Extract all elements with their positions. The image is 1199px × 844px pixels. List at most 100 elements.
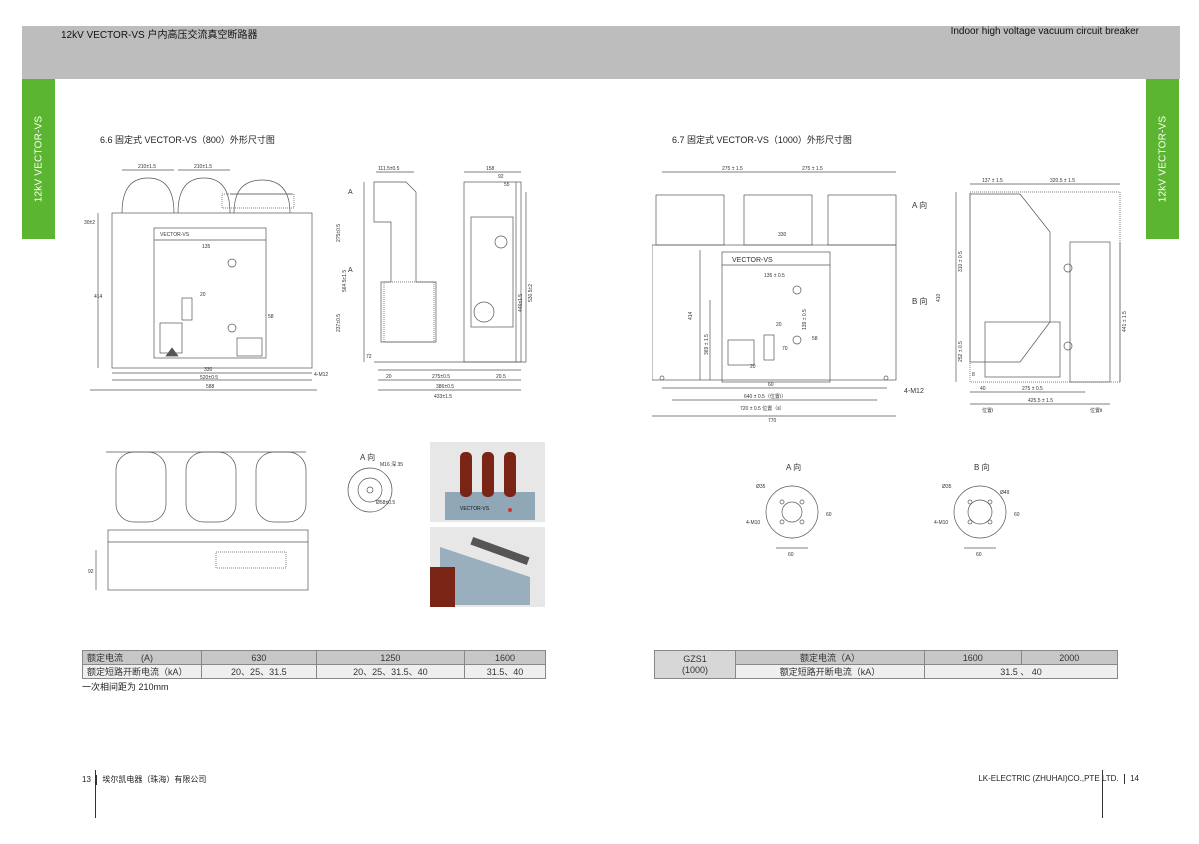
left-top-dim-92: 92 [88,569,94,575]
table-row: 额定电流 (A) 630 1250 1600 [82,650,546,665]
right-a-view-dim-35: Ø35 [756,484,766,490]
left-front-view-drawing: VECTOR-VS 210±1.5 210±1.5 30±2 414 330 5… [82,158,332,398]
right-b-view-drawing: B 向 Ø35 Ø49 4-M10 60 60 [930,460,1030,560]
page-header [22,26,1180,79]
left-side-dim-72: 72 [366,354,372,360]
right-section-title: 6.7 固定式 VECTOR-VS（1000）外形尺寸图 [672,135,852,145]
right-a-view-title: A 向 [786,462,801,472]
breaker-photo-top: VECTOR-VS [430,442,545,522]
left-side-dim-564: 564.5±1.5 [342,270,348,292]
left-dim-588: 588 [206,384,215,390]
company-name-en: LK-ELECTRIC (ZHUHAI)CO.,PTE LTD. [978,774,1119,784]
right-side-dim-275: 275 ± 0.5 [1022,386,1043,392]
right-dim-770: 770 [768,418,777,424]
right-dim-720: 720 ± 0.5 位置（Ⅱ） [740,405,785,412]
left-side-dim-92: 92 [498,174,504,180]
right-b-view-dim-49: Ø49 [1000,490,1010,496]
right-dim-275a: 275 ± 1.5 [722,166,743,172]
left-a-view-dim-58: Ø58±0.5 [376,500,395,506]
left-spec-table: 额定电流 (A) 630 1250 1600 额定短路开断电流（kA） 20、2… [82,650,546,679]
right-side-dim-8: 8 [972,372,975,378]
right-a-view-drawing: A 向 Ø35 4-M10 60 60 [742,460,842,560]
right-a-view-dim-60b: 60 [826,512,832,518]
right-a-view-dim-m10: 4-M10 [746,520,760,526]
right-dim-20a: 20 [776,322,782,328]
right-dim-275b: 275 ± 1.5 [802,166,823,172]
phase-spacing-note: 一次相间距为 210mm [82,682,169,692]
right-side-dim-425: 425.5 ± 1.5 [1028,398,1053,404]
right-b-view-dim-60b: 60 [1014,512,1020,518]
footer-divider-left [95,770,96,818]
left-top-view-drawing: 92 [86,440,316,600]
page-number-right: 14 [1130,774,1139,784]
right-front-label: VECTOR-VS [732,257,773,264]
left-side-dim-20: 20 [386,374,392,380]
table-row: 额定短路开断电流（kA） 20、25、31.5 20、25、31.5、40 31… [82,664,546,679]
side-tab-right-label: 12kV VECTOR-VS [1157,115,1168,203]
table-cell: 20、25、31.5、40 [315,664,466,679]
left-side-dim-275b: 275±0.5 [432,374,450,380]
table-cell: 31.5、40 [464,664,546,679]
right-a-view-dim-60a: 60 [788,552,794,558]
left-side-dim-20-5: 20.5 [496,374,506,380]
company-name-cn: 埃尔凯电器（珠海）有限公司 [102,775,207,784]
table-row: GZS1 (1000) 额定电流（A） 1600 2000 [654,650,1118,679]
right-dim-414: 414 [688,311,694,320]
right-side-label-b: B 向 [912,296,928,306]
left-a-view-title: A 向 [360,452,375,462]
right-dim-4m12: 4-M12 [904,388,924,395]
table-cell: 630 [201,650,317,665]
left-dim-20: 20 [200,292,206,298]
right-b-view-dim-60a: 60 [976,552,982,558]
left-side-dim-446: 446±1.5 [518,294,524,312]
side-tab-right: 12kV VECTOR-VS [1146,79,1179,239]
right-dim-640: 640 ± 0.5（位置Ⅰ） [744,393,786,400]
right-side-dim-40: 40 [980,386,986,392]
table-cell: 额定短路开断电流（kA） [735,664,925,679]
table-cell: 1600 [464,650,546,665]
left-dim-135: 135 [202,244,211,250]
left-dim-58: 58 [268,314,274,320]
header-right-title: Indoor high voltage vacuum circuit break… [950,26,1139,37]
photo-label: VECTOR-VS [460,506,490,512]
left-dim-30: 30±2 [84,220,95,226]
left-side-dim-530: 530.5±2 [528,284,534,302]
right-dim-369: 369 ± 1.5 [704,334,710,355]
right-b-view-title: B 向 [974,462,990,472]
right-side-dim-320: 320.5 ± 1.5 [1050,178,1075,184]
left-view-a-mark-2: A [348,267,353,274]
left-side-view-drawing: 111.5±0.5 275±0.5 237±0.5 564.5±1.5 72 4… [336,162,536,402]
table-cell: 2000 [1020,650,1118,665]
right-dim-135: 135 ± 0.5 [764,273,785,279]
left-view-a-mark-1: A [348,189,353,196]
right-side-pos1: 位置Ⅰ [982,407,993,414]
left-front-label: VECTOR-VS [160,232,190,238]
right-side-dim-441: 441 ± 1.5 [1122,311,1128,332]
right-side-dim-137: 137 ± 1.5 [982,178,1003,184]
right-front-view-drawing: 275 ± 1.5 275 ± 1.5 330 135 ± 0.5 414 36… [652,160,902,430]
right-dim-139: 139 ± 0.5 [802,309,808,330]
right-side-dim-310: 310 ± 0.5 [958,251,964,272]
model-sub: (1000) [681,664,708,675]
header-left-title: 12kV VECTOR-VS 户内高压交流真空断路器 [61,30,258,41]
right-side-dim-252: 252 ± 0.5 [958,341,964,362]
table-cell: 20、25、31.5 [201,664,317,679]
left-dim-4m12: 4-M12 [314,372,328,378]
left-side-dim-158: 158 [486,166,495,172]
right-side-label-a: A 向 [912,200,927,210]
footer-divider-right [1102,770,1103,818]
page-number-left: 13 [82,775,91,784]
right-side-view-drawing: 137 ± 1.5 320.5 ± 1.5 310 ± 0.5 252 ± 0.… [910,172,1130,422]
right-dim-60: 60 [768,382,774,388]
left-side-dim-275: 275±0.5 [336,224,342,242]
model-cell: GZS1 (1000) [654,650,736,679]
table-cell: 1250 [315,650,466,665]
left-dim-210a: 210±1.5 [138,164,156,170]
right-side-pos2: 位置Ⅱ [1090,407,1102,414]
breaker-photo-bottom [430,527,545,607]
left-a-view-dim-m16: M16 深 35 [380,461,403,468]
left-dim-330: 330 [204,367,213,373]
table-cell: 31.5 、 40 [924,664,1118,679]
left-section-title: 6.6 固定式 VECTOR-VS（800）外形尺寸图 [100,135,275,145]
right-dim-330: 330 [778,232,787,238]
